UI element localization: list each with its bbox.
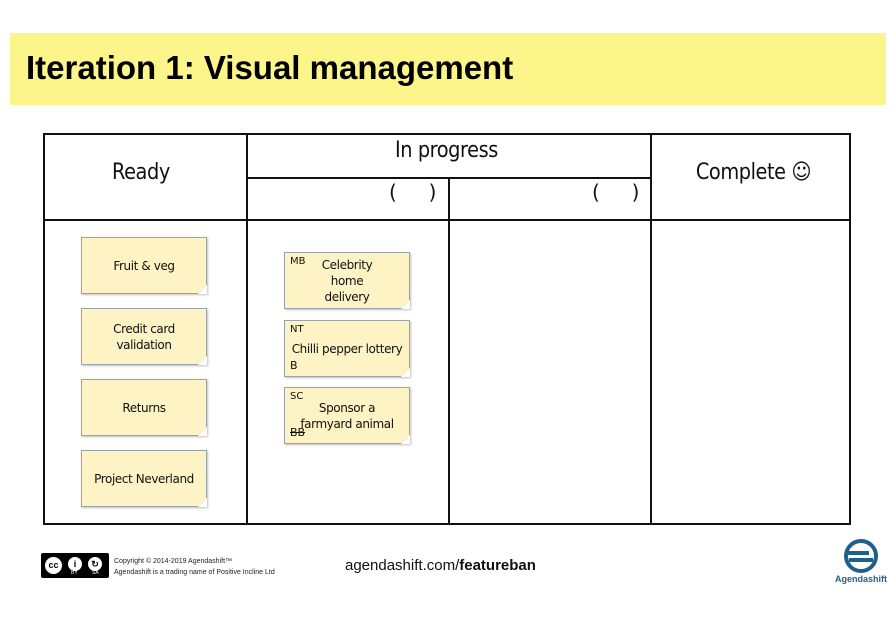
card-initials: NT [290,324,304,335]
wip-limit-1: ( ) [389,180,437,204]
agendashift-logo-text: Agendashift [834,574,887,584]
trading-name-line: Agendashift is a trading name of Positiv… [114,569,275,576]
card-fold-icon [198,498,207,507]
card-in-progress[interactable]: NT Chilli pepper lottery B [284,320,410,377]
card-text: Celebrity home delivery [321,257,373,304]
wip-limit-2: ( ) [592,180,640,204]
column-header-in-progress: In progress [395,138,498,163]
card-fold-icon [401,435,410,444]
card-in-progress[interactable]: MB Celebrity home delivery [284,252,410,309]
header-divider [45,219,849,221]
card-block-mark: BB [290,426,306,439]
card-block-mark: B [290,359,298,372]
copyright-line: Copyright © 2014-2019 Agendashift™ [114,558,233,565]
card-fold-icon [198,356,207,365]
card-text: Credit card validation [113,321,175,352]
card-in-progress[interactable]: SC Sponsor a farmyard animal BB [284,387,410,444]
card-ready[interactable]: Project Neverland [81,450,207,507]
by-icon: i [66,555,84,573]
card-ready[interactable]: Returns [81,379,207,436]
sa-icon: ↻ [86,555,104,573]
card-fold-icon [401,300,410,309]
column-header-ready: Ready [111,160,170,185]
card-fold-icon [401,368,410,377]
card-ready[interactable]: Fruit & veg [81,237,207,294]
card-fold-icon [198,427,207,436]
column-header-complete: Complete ☺ [695,160,812,185]
featureban-link[interactable]: agendashift.com/featureban [345,557,536,574]
card-fold-icon [198,285,207,294]
header-subdivider [246,177,650,179]
card-initials: SC [290,391,304,402]
agendashift-logo-icon [844,539,878,573]
card-text: Project Neverland [94,471,194,486]
cc-by-label: BY [71,570,78,576]
url-prefix: agendashift.com/ [345,557,460,574]
column-divider [246,135,248,523]
kanban-board [43,133,851,525]
page-title: Iteration 1: Visual management [26,49,514,86]
subcolumn-divider [448,177,450,523]
card-text: Returns [122,400,166,415]
creative-commons-by-sa-icon: cc i ↻ BY SA [41,553,109,578]
cc-sa-label: SA [92,570,99,576]
card-text: Sponsor a farmyard animal [300,400,394,431]
card-ready[interactable]: Credit card validation [81,308,207,365]
card-initials: MB [290,256,306,267]
card-text: Chilli pepper lottery [291,341,403,356]
card-text: Fruit & veg [113,258,175,273]
url-bold: featureban [459,557,536,574]
column-divider [650,135,652,523]
title-banner [10,33,886,105]
